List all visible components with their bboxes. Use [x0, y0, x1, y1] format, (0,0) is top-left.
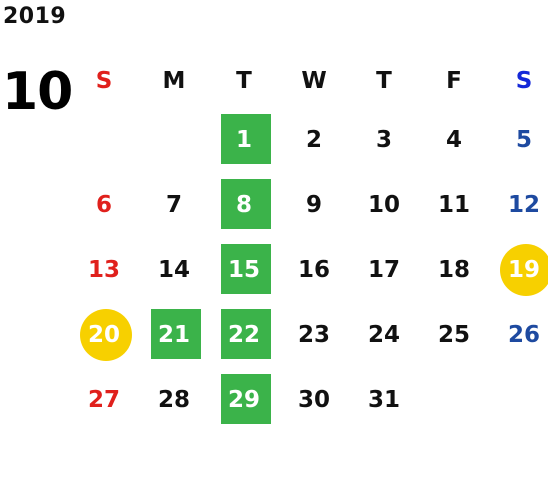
day-cell-29[interactable]: 29 [209, 367, 279, 432]
day-cell-21[interactable]: 21 [139, 302, 209, 367]
day-cell-14[interactable]: 14 [157, 256, 190, 283]
day-cell-empty [139, 107, 209, 172]
week-row: 1 2 3 4 5 [69, 107, 548, 172]
day-cell-18[interactable]: 18 [437, 256, 470, 283]
month-label: 10 [2, 62, 73, 122]
week-row: 13 14 15 16 17 18 19 [69, 237, 548, 302]
day-cell-1[interactable]: 1 [209, 107, 279, 172]
weekday-monday: M [162, 68, 186, 94]
weekday-saturday: S [515, 68, 533, 94]
day-cell-2[interactable]: 2 [305, 126, 322, 153]
day-cell-22[interactable]: 22 [209, 302, 279, 367]
day-cell-10[interactable]: 10 [367, 191, 400, 218]
day-cell-15[interactable]: 15 [209, 237, 279, 302]
day-cell-26[interactable]: 26 [507, 321, 540, 348]
weekday-header-row: S M T W T F S [69, 55, 548, 107]
weekday-wednesday: W [301, 68, 327, 94]
weekday-sunday: S [95, 68, 113, 94]
day-cell-3[interactable]: 3 [375, 126, 392, 153]
day-cell-24[interactable]: 24 [367, 321, 400, 348]
day-cell-31[interactable]: 31 [367, 386, 400, 413]
day-cell-12[interactable]: 12 [507, 191, 540, 218]
day-cell-empty [489, 367, 548, 432]
day-cell-9[interactable]: 9 [305, 191, 322, 218]
weekday-thursday: T [376, 68, 392, 94]
day-cell-8[interactable]: 8 [209, 172, 279, 237]
calendar-grid: S M T W T F S 1 2 3 4 5 6 7 8 9 10 11 12… [69, 55, 548, 432]
day-cell-4[interactable]: 4 [445, 126, 462, 153]
day-cell-20[interactable]: 20 [69, 302, 139, 367]
day-cell-19[interactable]: 19 [489, 237, 548, 302]
day-cell-27[interactable]: 27 [87, 386, 120, 413]
week-row: 6 7 8 9 10 11 12 [69, 172, 548, 237]
weekday-friday: F [446, 68, 462, 94]
day-cell-17[interactable]: 17 [367, 256, 400, 283]
week-row: 20 21 22 23 24 25 26 [69, 302, 548, 367]
weekday-tuesday: T [236, 68, 252, 94]
day-cell-13[interactable]: 13 [87, 256, 120, 283]
day-cell-empty [419, 367, 489, 432]
day-cell-empty [69, 107, 139, 172]
day-cell-28[interactable]: 28 [157, 386, 190, 413]
day-cell-25[interactable]: 25 [437, 321, 470, 348]
day-cell-11[interactable]: 11 [437, 191, 470, 218]
week-row: 27 28 29 30 31 [69, 367, 548, 432]
day-cell-16[interactable]: 16 [297, 256, 330, 283]
day-cell-23[interactable]: 23 [297, 321, 330, 348]
day-cell-6[interactable]: 6 [95, 191, 112, 218]
day-cell-30[interactable]: 30 [297, 386, 330, 413]
day-cell-5[interactable]: 5 [515, 126, 532, 153]
year-label: 2019 [3, 4, 67, 29]
day-cell-7[interactable]: 7 [165, 191, 182, 218]
